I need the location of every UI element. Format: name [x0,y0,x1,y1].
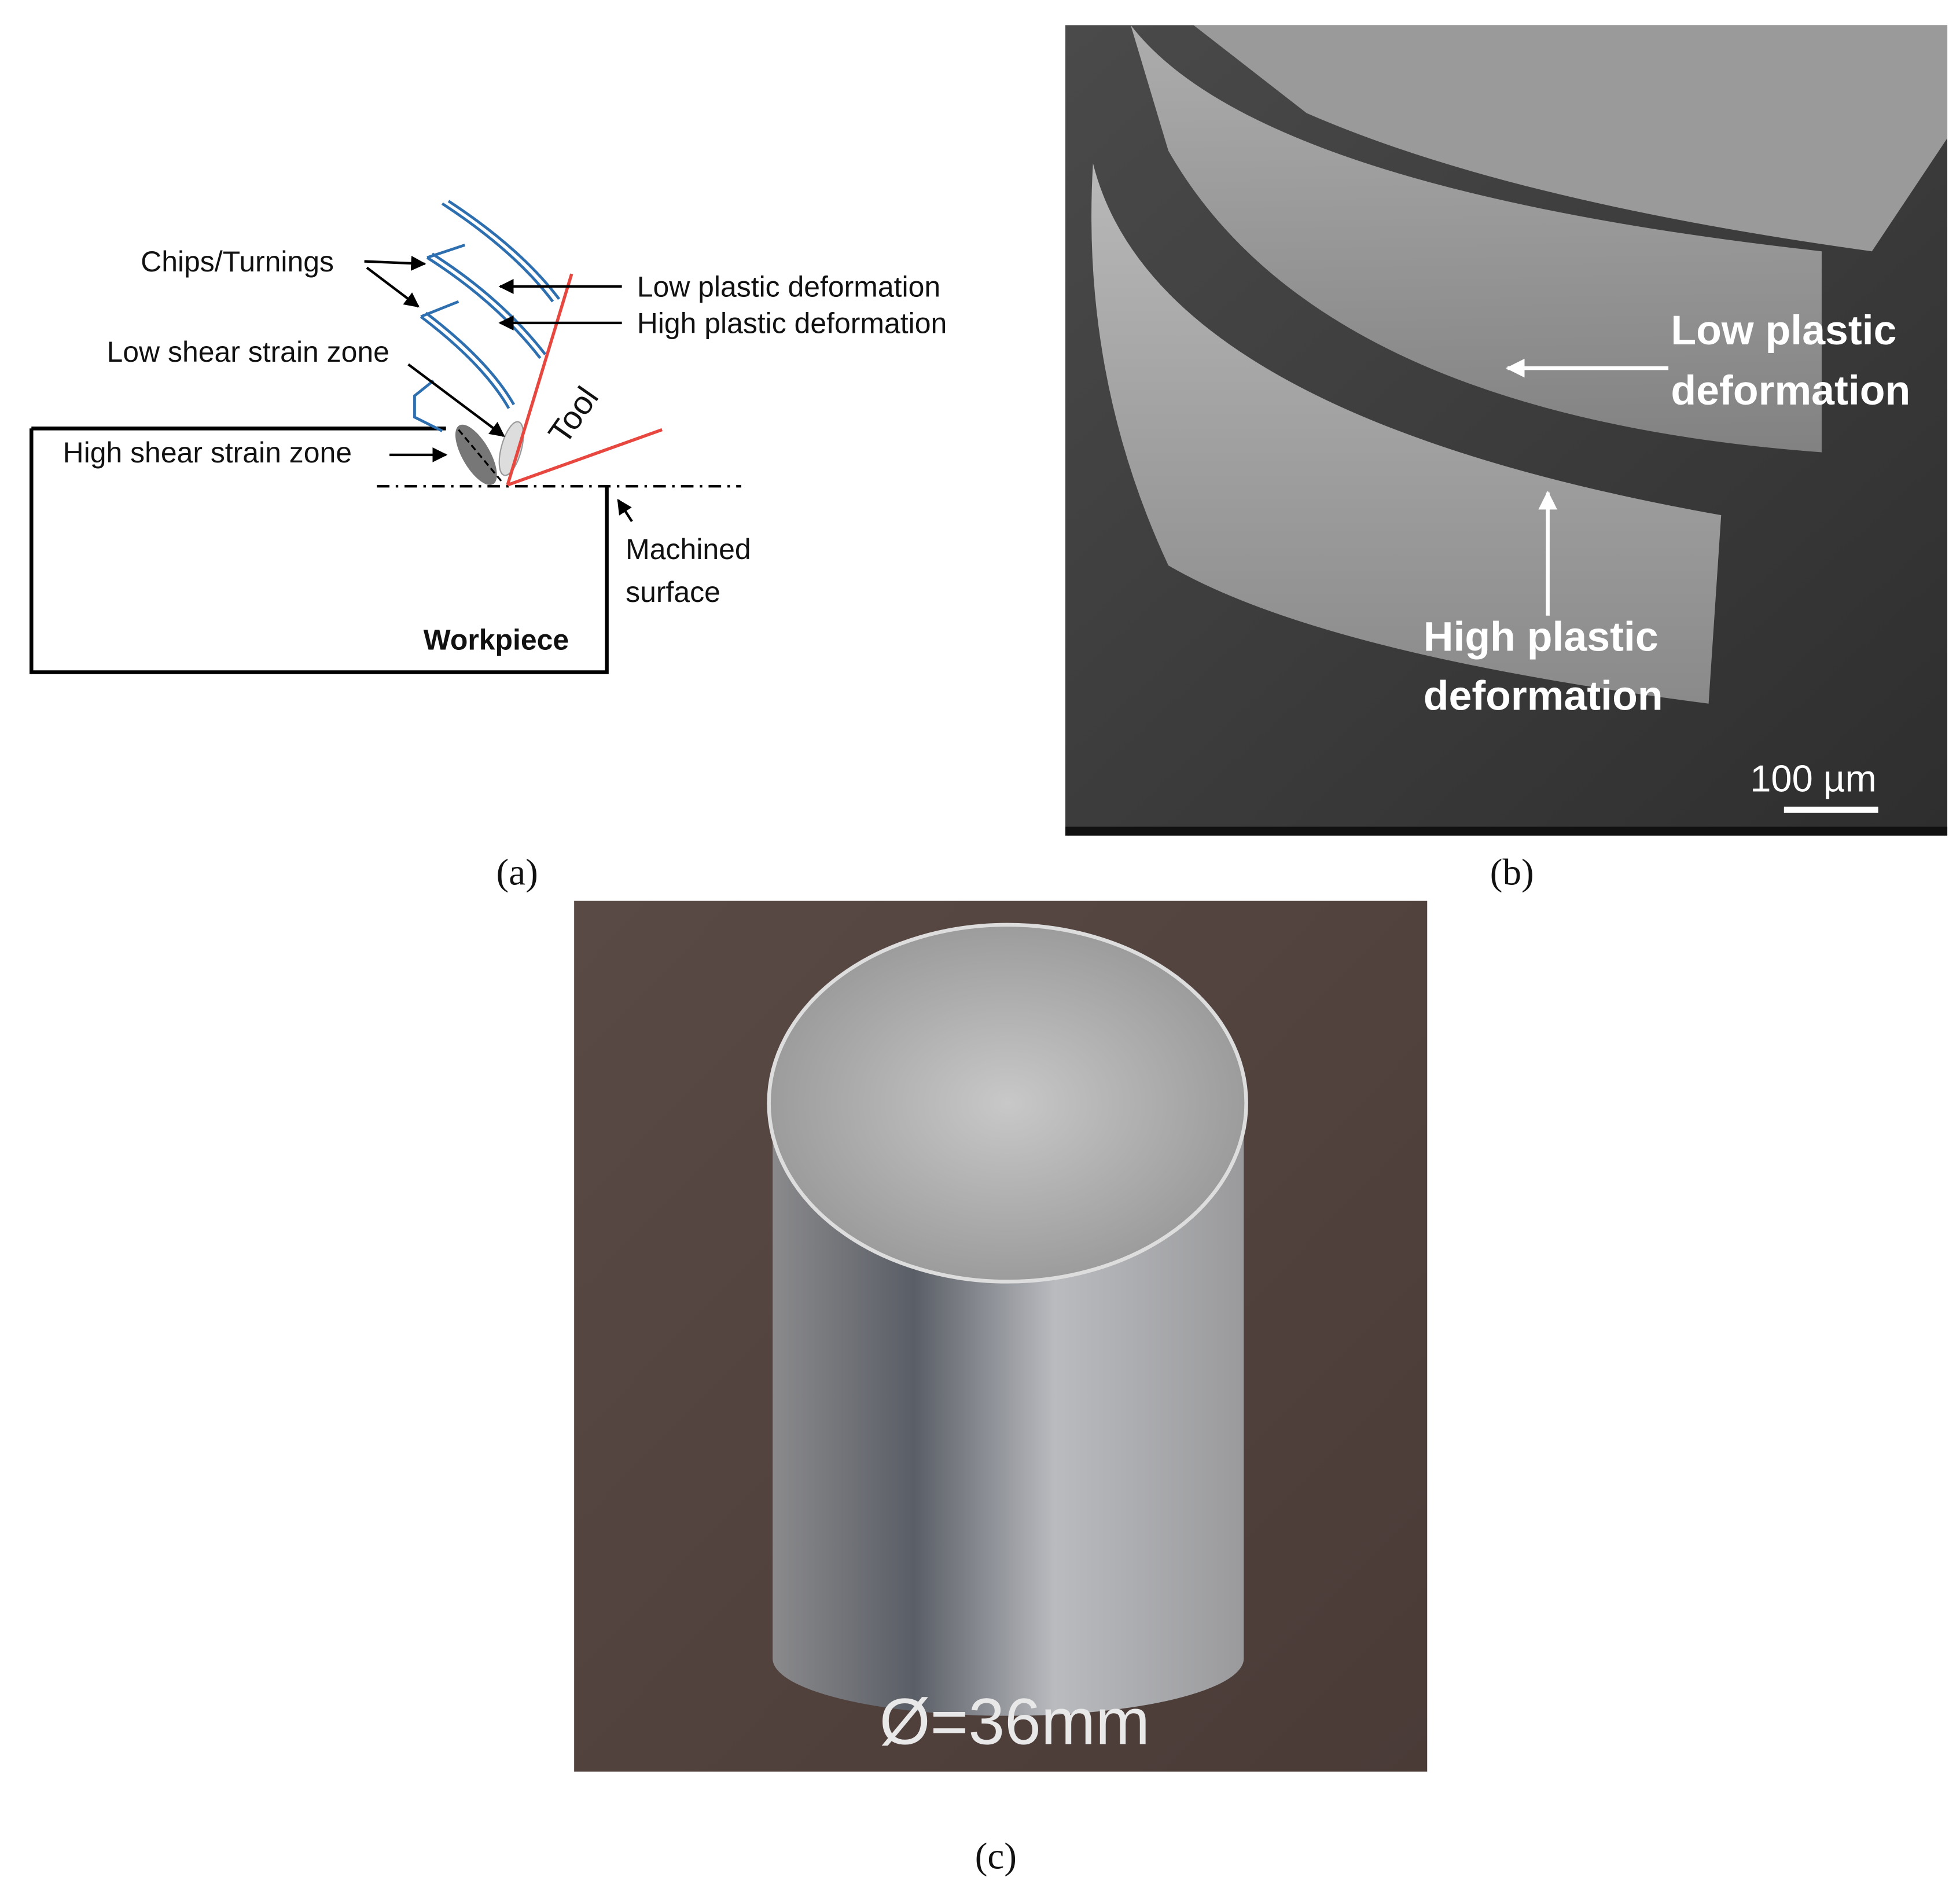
label-machined: Machined [626,533,751,565]
low-shear-zone [498,421,524,476]
caption-b: (b) [1490,851,1534,893]
arrows [364,255,633,523]
panel-c-photo: Ø=36mm [574,901,1428,1772]
label-low-shear: Low shear strain zone [107,336,389,368]
diameter-label: Ø=36mm [880,1685,1150,1758]
caption-a: (a) [497,851,538,893]
scale-label: 100 µm [1750,758,1876,800]
label-tool: Tool [541,380,605,450]
tool [506,273,663,487]
caption-c: (c) [975,1835,1017,1877]
label-b-low-2: deformation [1671,368,1910,414]
label-surface: surface [626,576,720,608]
panel-b-sem-image: Low plastic deformation High plastic def… [1065,25,1948,836]
panel-a-diagram: Chips/Turnings Low plastic deformation H… [30,200,947,674]
label-b-high-2: deformation [1424,673,1663,719]
label-b-high-1: High plastic [1424,614,1659,660]
label-b-low-1: Low plastic [1671,307,1896,354]
scale-bar [1784,806,1878,813]
label-workpiece: Workpiece [424,623,569,656]
chips [413,200,561,432]
label-chips: Chips/Turnings [141,245,334,278]
workpiece-outline [30,427,609,674]
label-high-plastic: High plastic deformation [637,307,947,339]
label-low-plastic: Low plastic deformation [637,270,940,303]
label-high-shear: High shear strain zone [63,436,352,469]
